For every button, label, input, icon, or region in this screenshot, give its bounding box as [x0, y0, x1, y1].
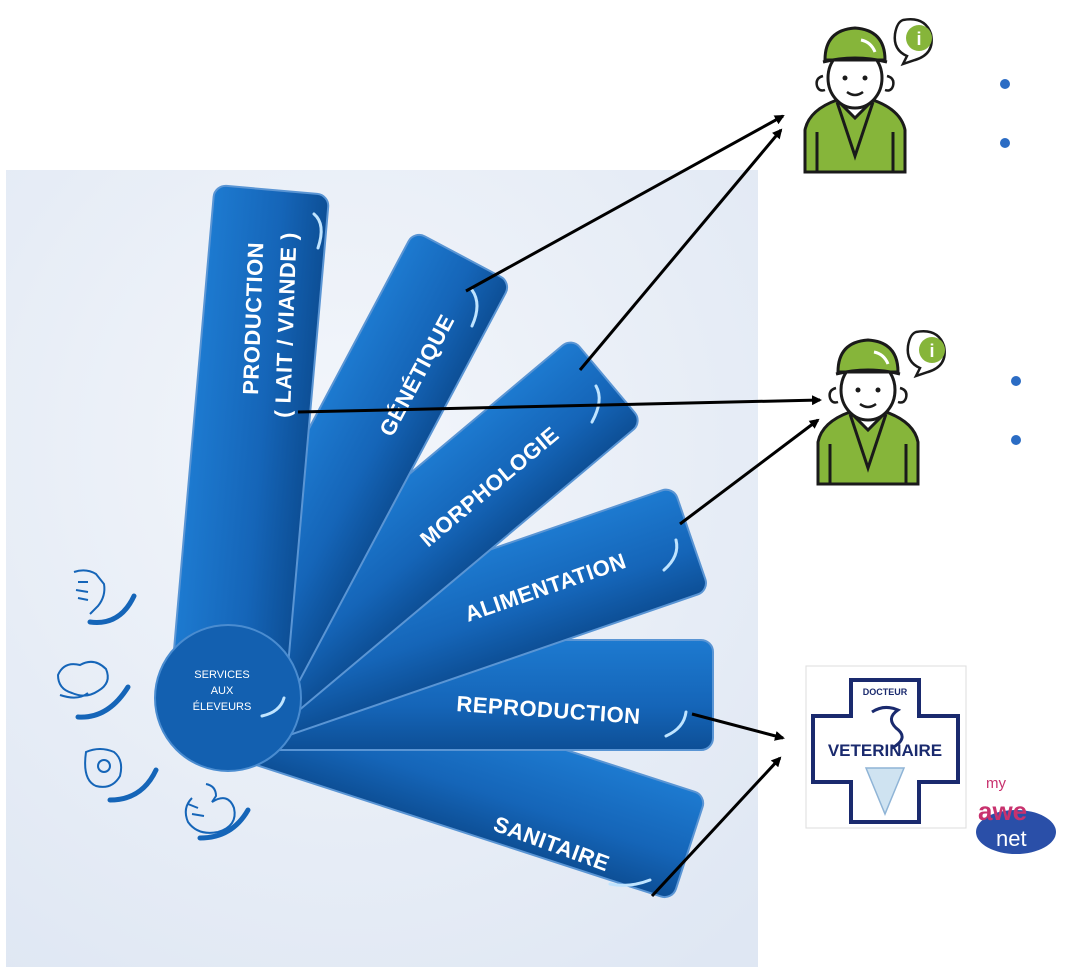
arrow-reproduction-to-vet — [691, 712, 785, 741]
fan: PRODUCTION ( LAIT / VIANDE ) GÉNÉTIQUE M… — [154, 184, 714, 899]
arrow-morphologie-to-advisor-1 — [578, 128, 783, 371]
myawenet-logo: my awe net — [976, 775, 1056, 854]
center-label-line3: ÉLEVEURS — [193, 700, 252, 713]
info-badge-1-label: i — [916, 29, 921, 49]
sheep-icon — [56, 660, 131, 720]
center-swoosh — [260, 696, 286, 718]
info-badge-1: i — [893, 18, 933, 67]
bullet-3 — [1011, 376, 1021, 386]
vet-logo-top: DOCTEUR — [863, 687, 908, 697]
vet-shield — [864, 767, 906, 816]
arrows — [297, 114, 822, 898]
center-circle — [154, 624, 302, 772]
advisor-icon-1: i — [803, 18, 933, 174]
myawenet-my: my — [986, 775, 1006, 792]
arrow-production-to-advisor-2 — [297, 395, 822, 414]
info-badge-2-label: i — [929, 341, 934, 361]
vet-logo-main: VETERINAIRE — [828, 741, 942, 760]
bullet-4 — [1011, 435, 1021, 445]
center-label-line2: AUX — [211, 685, 234, 697]
veterinaire-logo: DOCTEUR VETERINAIRE — [805, 665, 967, 829]
pig-icon — [84, 748, 159, 803]
bullet-2 — [1000, 138, 1010, 148]
swoosh-accents — [312, 212, 688, 887]
myawenet-net: net — [996, 826, 1027, 851]
info-badge-2: i — [906, 330, 946, 379]
chicken-icon — [184, 783, 251, 841]
bullet-1 — [1000, 79, 1010, 89]
arrow-alimentation-to-advisor-2 — [679, 418, 820, 526]
goat-icon — [73, 569, 137, 625]
center-label-line1: SERVICES — [194, 669, 249, 681]
advisor-icon-2: i — [816, 330, 946, 486]
arrow-genetique-to-advisor-1 — [465, 114, 785, 293]
myawenet-awe: awe — [978, 796, 1027, 826]
arrow-sanitaire-to-vet — [650, 756, 782, 898]
blade-label-production-line1: PRODUCTION — [238, 242, 268, 396]
